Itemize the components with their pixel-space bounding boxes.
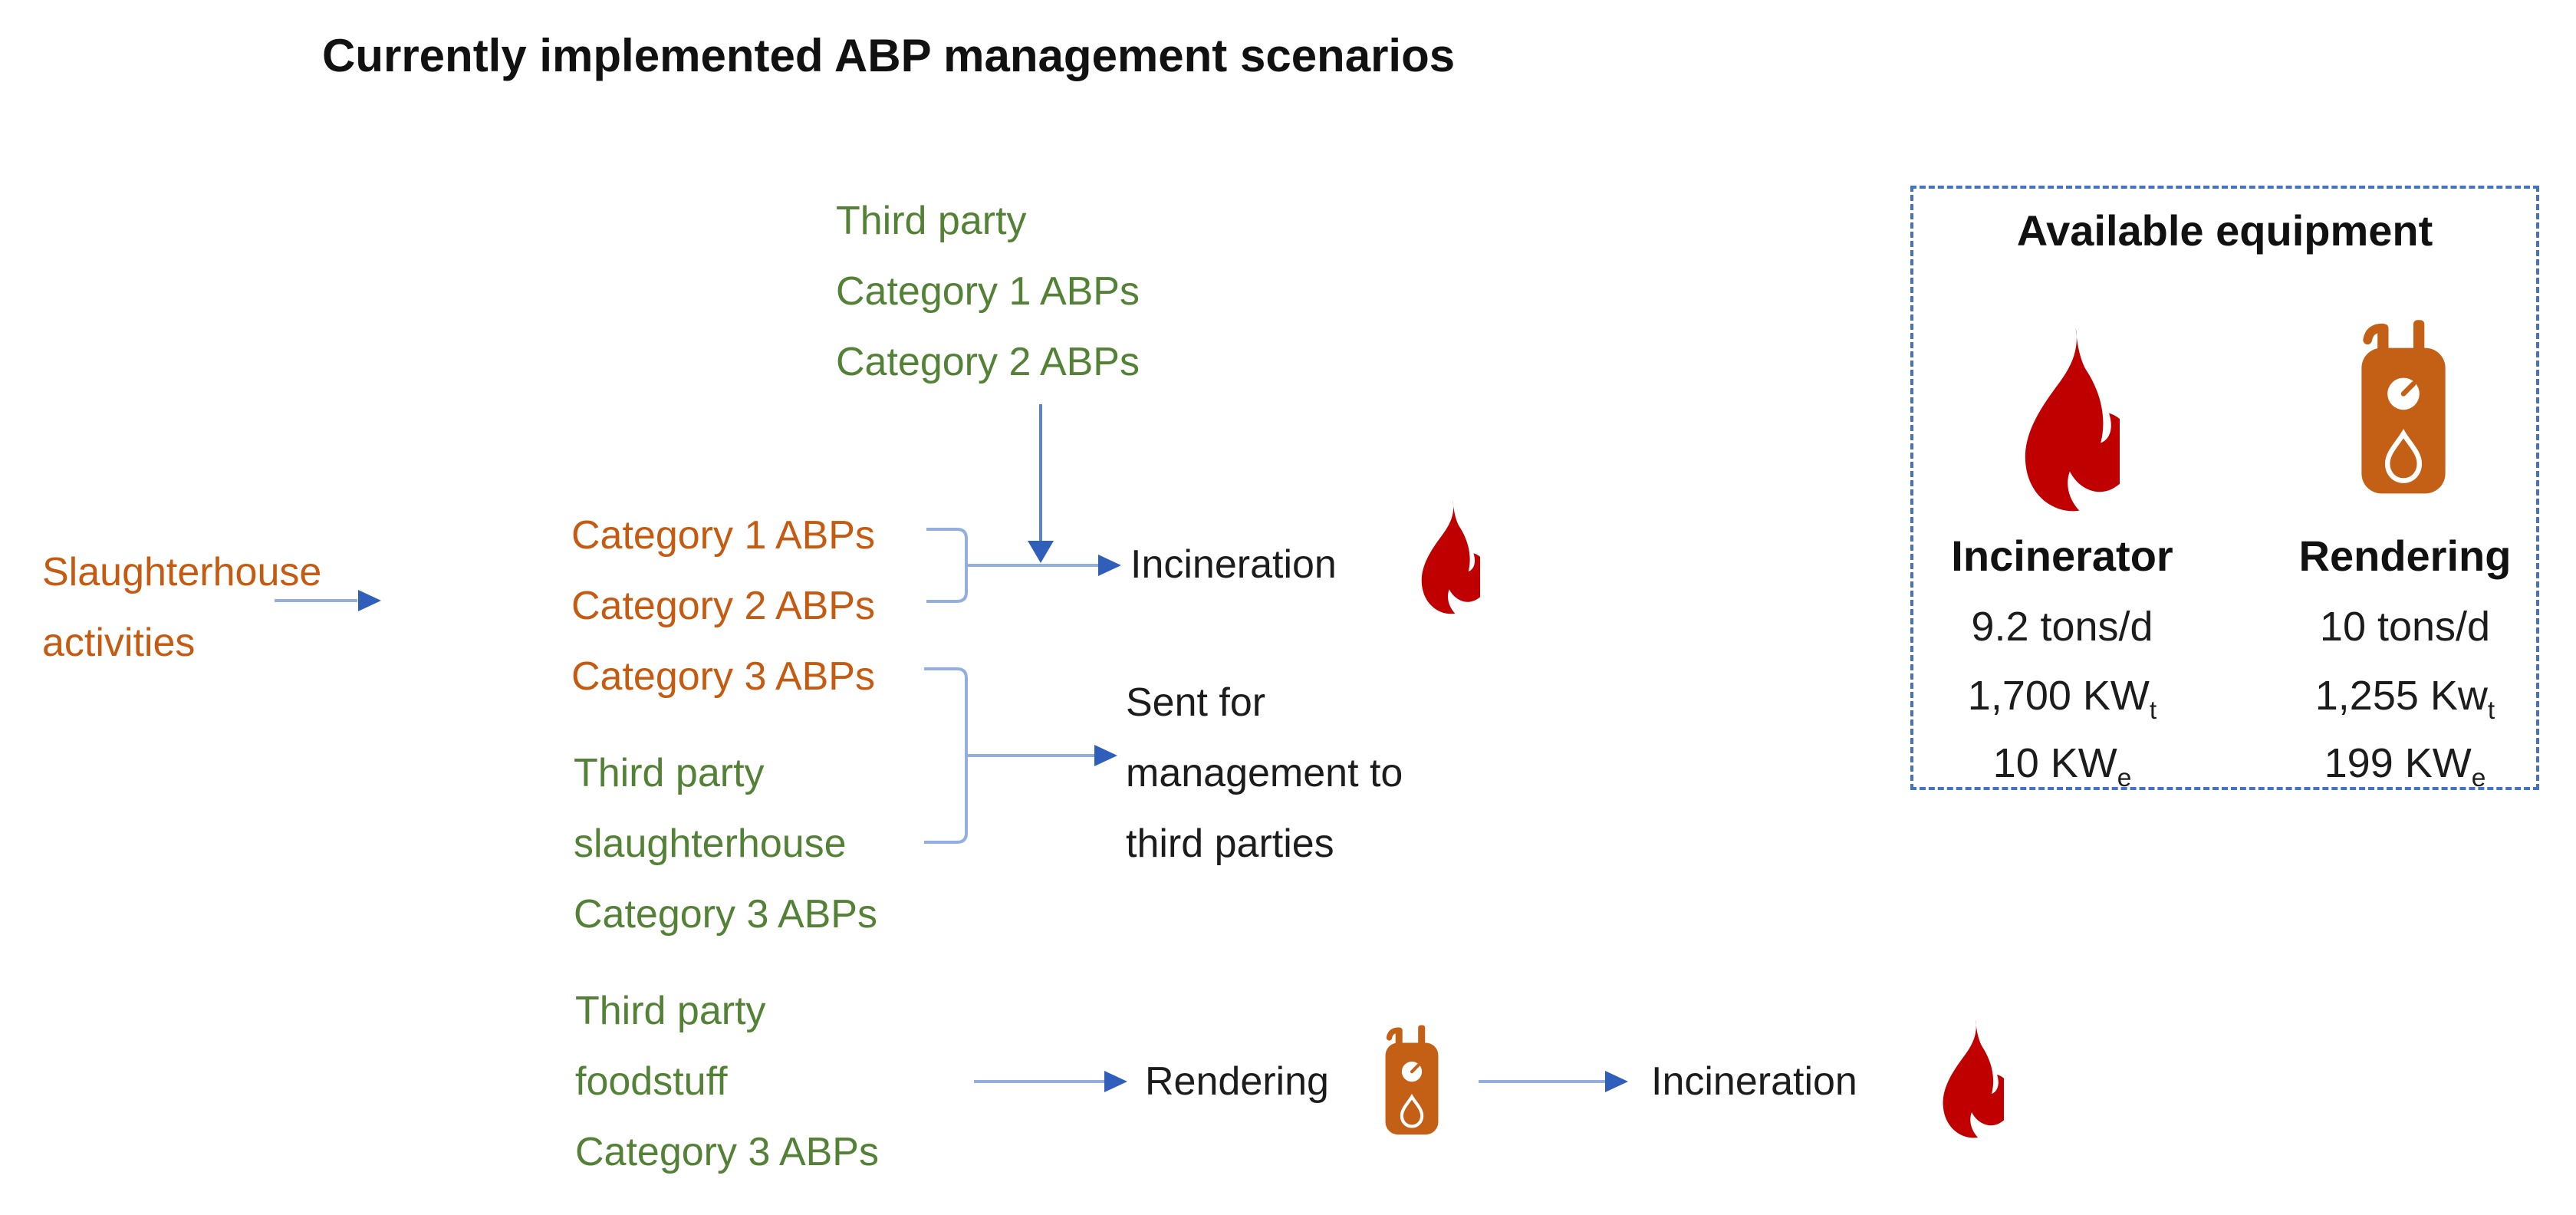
boiler-pipe-left-stub <box>1395 1027 1403 1047</box>
node-line: Category 2 ABPs <box>571 584 875 628</box>
flame-icon <box>2025 328 2120 512</box>
node-line: activities <box>42 621 196 665</box>
arrow-rendering-to-incineration <box>1479 1071 1628 1092</box>
boiler-icon <box>1385 1025 1439 1135</box>
node-line: slaughterhouse <box>574 822 847 866</box>
boiler-gauge-needle <box>1410 1063 1420 1074</box>
node-line: Slaughterhouse <box>42 550 322 594</box>
node-third-party-slaughterhouse: Third party slaughterhouse Category 3 AB… <box>574 738 877 950</box>
node-line: Third party <box>574 751 765 795</box>
boiler-body <box>1385 1042 1439 1135</box>
node-line: Category 3 ABPs <box>574 892 877 937</box>
boiler-icon <box>2361 320 2446 494</box>
boiler-pipe-right <box>1418 1025 1426 1047</box>
node-line: Category 1 ABPs <box>836 269 1140 314</box>
thermal-value: 1,255 Kw <box>2314 673 2488 719</box>
flame-icon <box>1943 1019 2004 1138</box>
arrow-to-third-party-management <box>966 745 1117 766</box>
node-incineration: Incineration <box>1130 542 1337 587</box>
diagram-title: Currently implemented ABP management sce… <box>322 30 1456 81</box>
equipment-panel-title: Available equipment <box>2016 206 2433 255</box>
boiler-body <box>2361 347 2446 494</box>
flame-icon <box>1421 500 1480 614</box>
node-line: Category 3 ABPs <box>571 654 875 699</box>
bracket-category-3 <box>924 667 968 844</box>
electric-value: 199 KW <box>2324 740 2472 786</box>
available-equipment-panel: Available equipment Incinerator 9.2 tons… <box>1910 186 2539 792</box>
equipment-electric-power: 199 KWe <box>2267 739 2543 793</box>
flame-shape <box>1421 500 1480 614</box>
arrow-merge-to-incineration <box>966 555 1121 576</box>
boiler-pipe-right <box>2413 320 2425 354</box>
node-line: Third party <box>836 199 1027 243</box>
boiler-gauge-needle <box>2400 381 2416 397</box>
node-line: Third party <box>575 989 766 1033</box>
node-line: third parties <box>1126 822 1334 866</box>
equipment-column-incinerator: Incinerator 9.2 tons/d 1,700 KWt 10 KWe <box>1924 189 2200 792</box>
bracket-category-1-2 <box>926 528 968 603</box>
node-slaughterhouse-activities: Slaughterhouse activities <box>42 537 321 678</box>
boiler-flame-glyph <box>1400 1093 1424 1128</box>
node-line: Category 1 ABPs <box>571 513 875 558</box>
thermal-value: 1,700 KW <box>1967 673 2150 719</box>
electric-value: 10 KW <box>1992 740 2117 786</box>
flame-shape <box>2025 328 2120 512</box>
node-incineration-final: Incineration <box>1651 1059 1857 1104</box>
electric-subscript: e <box>2117 763 2132 792</box>
boiler-flame-glyph <box>2384 429 2423 483</box>
thermal-subscript: t <box>2487 696 2495 725</box>
equipment-name: Rendering <box>2298 532 2512 580</box>
equipment-electric-power: 10 KWe <box>1924 739 2200 793</box>
node-line: foodstuff <box>575 1059 728 1104</box>
equipment-thermal-power: 1,255 Kwt <box>2267 672 2543 726</box>
equipment-capacity: 10 tons/d <box>2319 604 2491 650</box>
equipment-name: Incinerator <box>1951 532 2173 580</box>
arrow-slaughterhouse-to-categories <box>275 590 381 611</box>
boiler-pipe-left-stub <box>2377 324 2389 354</box>
node-onsite-categories: Category 1 ABPs Category 2 ABPs Category… <box>571 500 875 712</box>
node-line: Category 3 ABPs <box>575 1130 879 1174</box>
node-line: Sent for <box>1126 680 1266 725</box>
node-third-party-foodstuff: Third party foodstuff Category 3 ABPs <box>575 976 879 1187</box>
equipment-column-rendering: Rendering 10 tons/d 1,255 Kwt 199 KWe <box>2267 189 2543 792</box>
arrow-foodstuff-to-rendering <box>974 1071 1127 1092</box>
electric-subscript: e <box>2471 763 2486 792</box>
equipment-thermal-power: 1,700 KWt <box>1924 672 2200 726</box>
thermal-subscript: t <box>2149 696 2157 725</box>
node-sent-for-management: Sent for management to third parties <box>1126 667 1403 879</box>
node-line: management to <box>1126 751 1403 795</box>
node-line: Category 2 ABPs <box>836 340 1140 384</box>
arrow-third-party-down <box>1028 404 1054 563</box>
flame-shape <box>1943 1019 2004 1138</box>
node-third-party-cat12: Third party Category 1 ABPs Category 2 A… <box>836 186 1140 397</box>
node-rendering: Rendering <box>1145 1059 1329 1104</box>
equipment-capacity: 9.2 tons/d <box>1971 604 2153 650</box>
